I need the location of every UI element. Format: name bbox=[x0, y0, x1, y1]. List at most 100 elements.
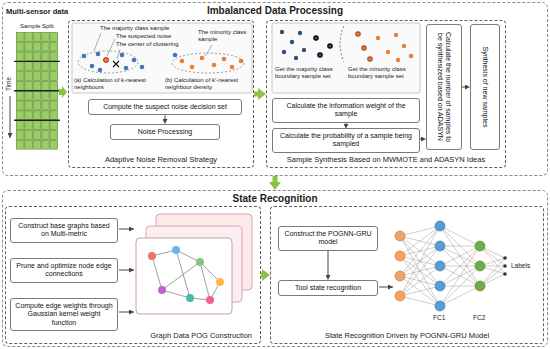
leader-line bbox=[94, 33, 101, 51]
flow-arrow bbox=[328, 251, 329, 275]
step-text: Tool state recognition bbox=[295, 284, 361, 292]
graph-node bbox=[216, 278, 224, 286]
step-text: Calculate the information weight of the … bbox=[277, 102, 415, 119]
group-title: Graph Data POG Construction bbox=[6, 332, 260, 343]
majority-dot bbox=[120, 53, 125, 58]
flow-arrow bbox=[273, 176, 278, 182]
section-panel: Imbalanced Data ProcessingAdaptive Noise… bbox=[2, 2, 548, 176]
minority-dot bbox=[394, 33, 398, 37]
annotation: The majority class sample bbox=[100, 25, 169, 32]
flow-arrow bbox=[119, 229, 134, 230]
majority-dot bbox=[90, 64, 95, 69]
majority-dot bbox=[294, 56, 298, 60]
step-text: Construct the POGNN-GRU model bbox=[283, 230, 373, 247]
illustration-frame bbox=[72, 23, 252, 93]
flow-arrow bbox=[462, 87, 465, 88]
minority-dot bbox=[230, 65, 235, 70]
module-region: State Recognition Driven by POGNN-GRU Mo… bbox=[270, 206, 544, 344]
time-arrow bbox=[10, 96, 11, 138]
process-box: Calculate the information weight of the … bbox=[272, 98, 420, 123]
module-region: Graph Data POG ConstructionConstruct bas… bbox=[5, 206, 261, 344]
output-dot bbox=[503, 264, 507, 268]
minority-dot bbox=[190, 65, 195, 70]
vertical-process-box: Calculate the number of samples to be sy… bbox=[426, 24, 462, 150]
majority-dot bbox=[290, 40, 294, 44]
fc2-layer bbox=[475, 241, 485, 291]
neuron bbox=[435, 261, 445, 271]
boundary-dot bbox=[362, 46, 366, 50]
majority-dot bbox=[98, 68, 103, 73]
figure-caption: Get the minority class boundary sample s… bbox=[348, 66, 418, 80]
minority-dot bbox=[200, 56, 205, 61]
minority-dot bbox=[402, 44, 406, 48]
layer-label: FC1 bbox=[433, 314, 445, 321]
graph-node bbox=[148, 252, 156, 260]
process-box: Construct the POGNN-GRU model bbox=[278, 226, 378, 251]
neuron bbox=[475, 281, 485, 291]
graph-edges bbox=[152, 250, 220, 300]
leader-line bbox=[117, 49, 120, 59]
step-text: Calculate the probability of a sample be… bbox=[277, 132, 415, 149]
output-dot bbox=[503, 256, 507, 260]
noise-dot bbox=[104, 58, 109, 63]
illustration-frame bbox=[272, 23, 420, 93]
majority-dot bbox=[132, 58, 137, 63]
axis-label: Time bbox=[5, 77, 12, 91]
graph-node bbox=[186, 294, 194, 302]
annotation: The minority class sample bbox=[198, 29, 248, 43]
split-line bbox=[14, 61, 60, 62]
flow-arrow bbox=[420, 139, 421, 140]
graph-node bbox=[206, 296, 214, 304]
graph-node bbox=[158, 286, 166, 294]
neuron bbox=[435, 301, 445, 311]
process-box: Prune and optimize node edge connections bbox=[10, 258, 118, 283]
neuron bbox=[435, 221, 445, 231]
minority-dots bbox=[180, 56, 244, 70]
flow-arrow bbox=[165, 115, 166, 119]
minority-dot bbox=[409, 54, 413, 58]
group-title: Sample Synthesis Based on MWMOTE and ADA… bbox=[267, 156, 505, 167]
graph-node bbox=[196, 258, 204, 266]
step-text: Compute edge weights through Gaussian ke… bbox=[15, 302, 113, 327]
step-text: Noise Processing bbox=[138, 128, 192, 136]
neuron bbox=[395, 291, 405, 301]
majority-dot bbox=[298, 31, 302, 35]
step-text: Calculate the number of samples to be sy… bbox=[436, 28, 453, 146]
flow-arrow bbox=[379, 287, 393, 288]
boundary-dot bbox=[356, 32, 360, 36]
class-boundary bbox=[340, 26, 344, 62]
minority-dot bbox=[180, 59, 185, 64]
section-panel: State RecognitionGraph Data POG Construc… bbox=[2, 190, 548, 347]
leader-line bbox=[205, 45, 212, 56]
minority-dot bbox=[222, 57, 227, 62]
process-box: Calculate the probability of a sample be… bbox=[272, 128, 420, 153]
step-text: Compute the suspect noise decision set bbox=[103, 103, 227, 111]
density-circle bbox=[172, 53, 244, 73]
leader-line bbox=[107, 39, 115, 56]
annotation: The suspected noise bbox=[116, 33, 171, 40]
neuron bbox=[395, 271, 405, 281]
output-dots bbox=[503, 256, 507, 276]
boundary-dot bbox=[328, 44, 332, 48]
majority-dot bbox=[282, 50, 286, 54]
layer-label: FC2 bbox=[473, 314, 485, 321]
process-box: Tool state recognition bbox=[278, 280, 378, 296]
group-title: State Recognition bbox=[3, 191, 547, 204]
flow-arrow bbox=[119, 270, 134, 271]
step-text: Prune and optimize node edge connections bbox=[15, 262, 113, 279]
figure-caption: (a) Calculation of k-nearest neighbours bbox=[74, 77, 160, 91]
process-box: Compute the suspect noise decision set bbox=[88, 99, 242, 115]
majority-dot bbox=[82, 54, 87, 59]
flow-arrow bbox=[261, 273, 262, 278]
flow-arrow bbox=[346, 123, 347, 124]
minority-dots bbox=[356, 32, 413, 62]
cluster-center bbox=[113, 61, 119, 67]
group-title: Imbalanced Data Processing bbox=[3, 3, 547, 16]
boundary-dot bbox=[368, 57, 372, 61]
step-text: Synthesis of new samples bbox=[481, 28, 489, 146]
majority-dot bbox=[124, 66, 129, 71]
module-region: Adaptive Noise Removal StrategyCompute t… bbox=[68, 20, 254, 168]
